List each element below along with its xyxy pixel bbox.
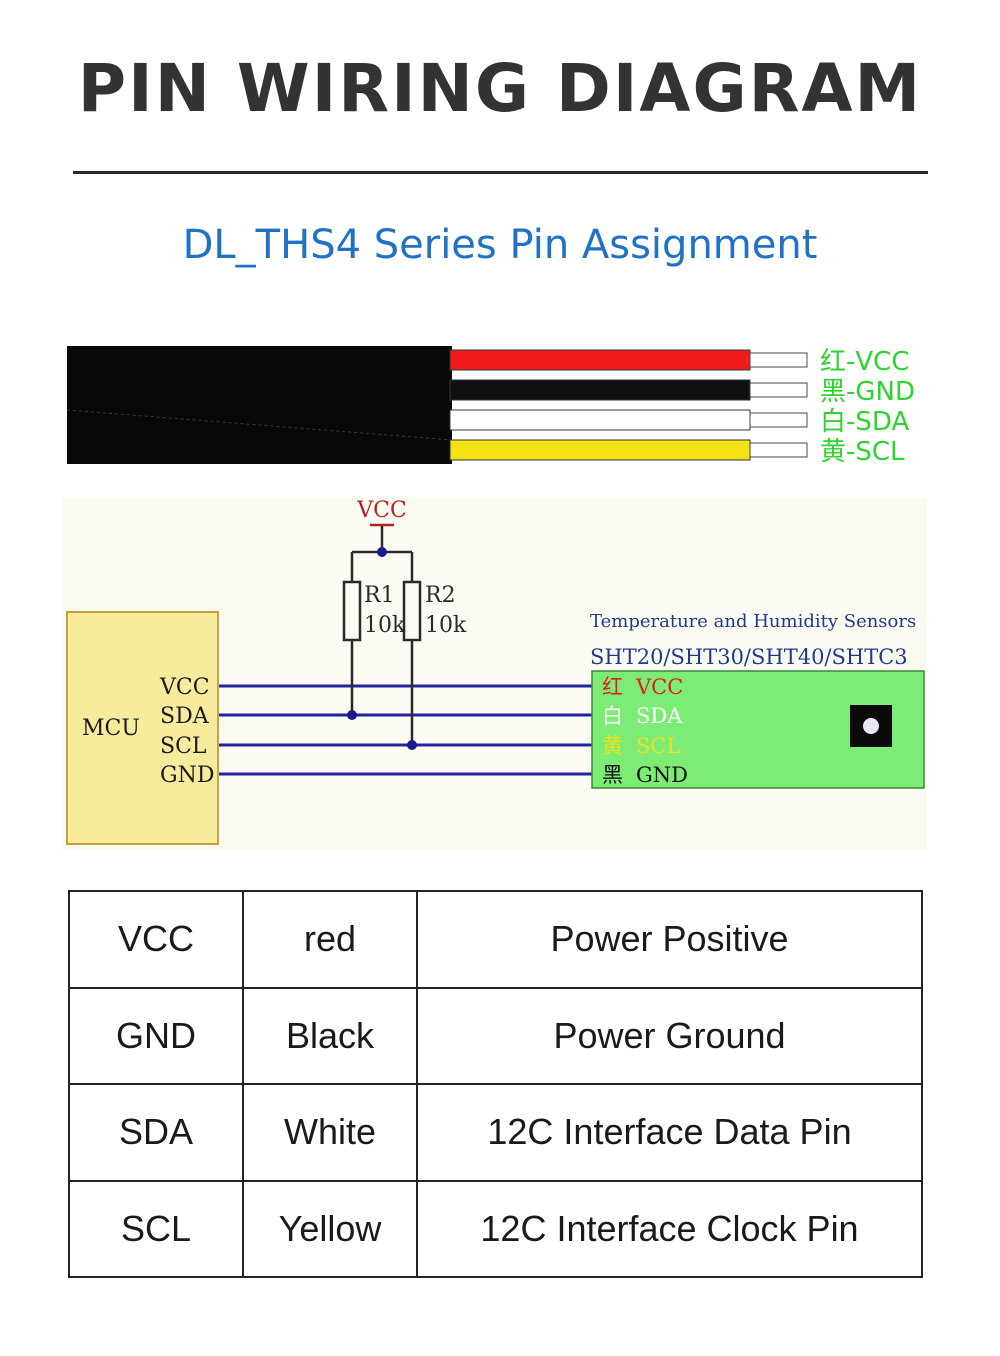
vcc-junction-dot: [377, 547, 387, 557]
table-cell-pin: VCC: [68, 890, 244, 989]
page-subtitle: DL_THS4 Series Pin Assignment: [182, 222, 818, 268]
wire-tip-vcc: [749, 352, 808, 368]
cable-jacket: [67, 346, 452, 464]
sensor-pin-cn-gnd: 黑: [602, 763, 623, 787]
r1-name: R1: [364, 583, 395, 608]
sensor-pin-sda: SDA: [636, 704, 683, 728]
sensor-title: Temperature and Humidity Sensors: [590, 611, 916, 632]
table-cell-color: Black: [242, 986, 418, 1085]
wire-label-scl: 黄-SCL: [820, 437, 905, 467]
page-title: PIN WIRING DIAGRAM: [77, 50, 923, 127]
table-cell-pin: SCL: [68, 1179, 244, 1278]
r2-name: R2: [425, 583, 456, 608]
mcu-label: MCU: [82, 716, 140, 741]
sensor-pin-cn-vcc: 红: [602, 675, 623, 699]
r2-value: 10k: [425, 613, 467, 638]
sensor-pin-scl: SCL: [636, 734, 680, 758]
title-divider: [73, 171, 928, 174]
table-cell-color: red: [242, 890, 418, 989]
scl-junction-dot: [407, 740, 417, 750]
table-cell-pin: SDA: [68, 1083, 244, 1182]
table-cell-function: 12C Interface Data Pin: [416, 1083, 923, 1182]
table-cell-color: Yellow: [242, 1179, 418, 1278]
mcu-pin-sda: SDA: [160, 704, 210, 729]
mcu-pin-vcc: VCC: [159, 675, 210, 700]
pin-assignment-table: VCC red Power Positive GND Black Power G…: [68, 890, 923, 1278]
table-cell-function: 12C Interface Clock Pin: [416, 1179, 923, 1278]
table-row: SCL Yellow 12C Interface Clock Pin: [68, 1179, 923, 1278]
table-cell-color: White: [242, 1083, 418, 1182]
wire-gnd: [449, 379, 751, 401]
wire-tip-scl: [749, 442, 808, 458]
wire-sda: [449, 409, 751, 431]
sensor-models: SHT20/SHT30/SHT40/SHTC3: [590, 645, 908, 669]
wire-tip-sda: [749, 412, 808, 428]
wire-label-gnd: 黑-GND: [820, 377, 915, 407]
mcu-pin-gnd: GND: [160, 763, 214, 788]
sensor-pin-cn-scl: 黄: [602, 734, 623, 758]
r1-value: 10k: [364, 613, 406, 638]
mcu-block: [66, 611, 219, 845]
table-cell-pin: GND: [68, 986, 244, 1085]
wire-label-sda: 白-SDA: [820, 407, 909, 437]
table-row: SDA White 12C Interface Data Pin: [68, 1083, 923, 1182]
wire-tip-gnd: [749, 382, 808, 398]
table-row: GND Black Power Ground: [68, 986, 923, 1085]
vcc-label: VCC: [356, 498, 407, 523]
table-cell-function: Power Positive: [416, 890, 923, 989]
sensor-port-icon: [863, 718, 879, 734]
sensor-pin-gnd: GND: [636, 763, 688, 787]
table-cell-function: Power Ground: [416, 986, 923, 1085]
cable-jacket-seam: [66, 409, 453, 441]
sensor-pin-vcc: VCC: [635, 675, 683, 699]
wire-label-vcc: 红-VCC: [820, 347, 909, 377]
mcu-pin-scl: SCL: [160, 734, 207, 759]
table-row: VCC red Power Positive: [68, 890, 923, 989]
wire-scl: [449, 439, 751, 461]
wire-vcc: [449, 349, 751, 371]
sensor-pin-cn-sda: 白: [602, 704, 623, 728]
sda-junction-dot: [347, 710, 357, 720]
